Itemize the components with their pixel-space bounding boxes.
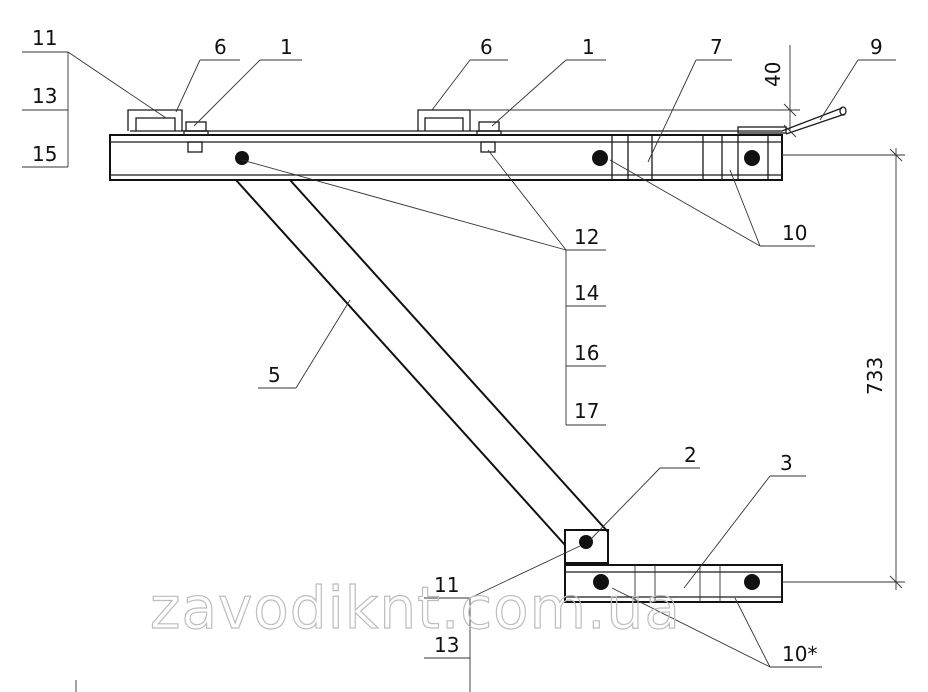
bottom-beam-3 bbox=[564, 564, 783, 603]
label-3: 3 bbox=[780, 451, 793, 475]
label-9: 9 bbox=[870, 35, 883, 59]
label-1-left: 1 bbox=[280, 35, 293, 59]
label-6-left: 6 bbox=[214, 35, 227, 59]
top-beam bbox=[109, 134, 783, 181]
dim-733-text: 733 bbox=[863, 357, 887, 395]
dim-40-text: 40 bbox=[761, 62, 785, 87]
handle-9 bbox=[737, 106, 847, 135]
label-14: 14 bbox=[574, 281, 599, 305]
top-bolt-left bbox=[183, 121, 209, 153]
diagonal-strut bbox=[235, 179, 609, 546]
label-2: 2 bbox=[684, 443, 697, 467]
beam-clamp-7 bbox=[611, 135, 769, 180]
label-11-bottom: 11 bbox=[434, 573, 459, 597]
label-17: 17 bbox=[574, 399, 599, 423]
label-7: 7 bbox=[710, 35, 723, 59]
label-16: 16 bbox=[574, 341, 599, 365]
label-10: 10 bbox=[782, 221, 807, 245]
clamp-left bbox=[127, 109, 183, 131]
label-12: 12 bbox=[574, 225, 599, 249]
bottom-bolt-left bbox=[593, 574, 609, 590]
lower-bracket-2 bbox=[564, 529, 609, 564]
leaders bbox=[22, 51, 896, 692]
label-15-top: 15 bbox=[32, 142, 57, 166]
label-1-mid: 1 bbox=[582, 35, 595, 59]
dim-733 bbox=[782, 148, 905, 590]
label-10-star: 10* bbox=[782, 642, 817, 666]
label-11-top: 11 bbox=[32, 26, 57, 50]
label-13-top: 13 bbox=[32, 84, 57, 108]
label-6-mid: 6 bbox=[480, 35, 493, 59]
label-5: 5 bbox=[268, 363, 281, 387]
beam-bolt-mid bbox=[592, 150, 608, 166]
clamp-middle bbox=[417, 109, 471, 131]
beam-bolt-right bbox=[744, 150, 760, 166]
beam-bolt-left bbox=[235, 151, 249, 165]
bottom-bolt-right bbox=[744, 574, 760, 590]
watermark: zavodiknt.com.ua bbox=[150, 574, 681, 642]
dim-40 bbox=[470, 45, 800, 138]
top-bolt-middle bbox=[476, 121, 502, 153]
label-13-bottom: 13 bbox=[434, 633, 459, 657]
lower-bracket-bolt bbox=[579, 535, 593, 549]
